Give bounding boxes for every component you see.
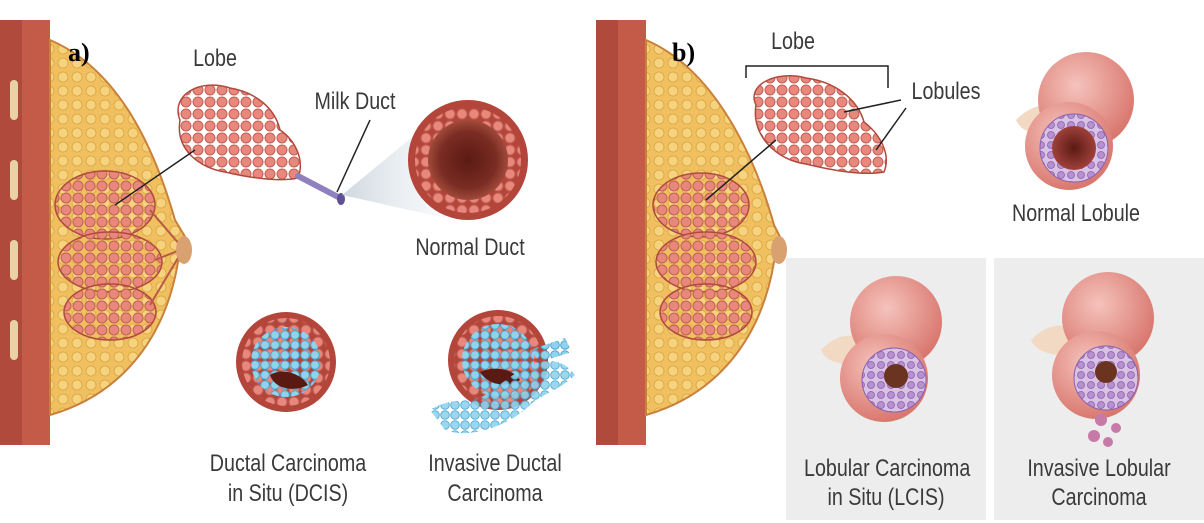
normal-lobule [1016, 52, 1134, 190]
lcis-lobule [821, 276, 942, 422]
label-dcis-line2: in Situ (DCIS) [198, 480, 378, 508]
panel-b: b) Lobe Lobules Normal Lobule Lobular Ca… [596, 0, 1204, 523]
label-lobe: Lobe [182, 45, 248, 73]
label-milk-duct: Milk Duct [302, 88, 409, 116]
panel-b-letter: b) [672, 38, 695, 68]
label-ilc-line1: Invasive Lobular [1013, 455, 1185, 483]
label-lcis-line1: Lobular Carcinoma [804, 455, 968, 483]
label-ilc-line2: Carcinoma [1013, 484, 1185, 512]
ilc-lobule [1031, 272, 1154, 447]
label-idc-line1: Invasive Ductal [417, 450, 573, 478]
label-normal-lobule: Normal Lobule [1006, 200, 1145, 228]
normal-duct-circle [408, 100, 528, 220]
label-lobe-b: Lobe [756, 28, 830, 56]
breast-side-view [0, 20, 192, 445]
panel-a-letter: a) [68, 38, 90, 68]
label-lobules: Lobules [897, 78, 995, 106]
label-idc-line2: Carcinoma [417, 480, 573, 508]
idc-circle [430, 310, 575, 433]
panel-a: a) Lobe Milk Duct Normal Duct Ductal Car… [0, 0, 600, 523]
label-lcis-line2: in Situ (LCIS) [804, 484, 968, 512]
dcis-circle [236, 312, 336, 412]
label-dcis-line1: Ductal Carcinoma [198, 450, 378, 478]
label-normal-duct: Normal Duct [409, 234, 532, 262]
breast-side-view-b [596, 20, 787, 445]
